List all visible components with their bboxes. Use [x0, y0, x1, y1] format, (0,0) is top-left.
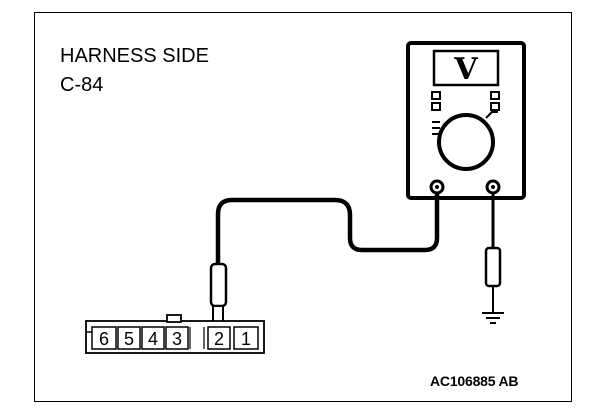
- connector-c84: 6 5 4 3 2 1: [85, 314, 265, 354]
- ground-symbol-icon: [482, 312, 504, 324]
- dial-range-marks-right: [485, 111, 498, 119]
- connector-cavity: 5: [117, 326, 141, 350]
- pin-label: 2: [214, 329, 224, 349]
- voltmeter-display-symbol: V: [453, 52, 478, 87]
- voltmeter: V: [406, 41, 526, 200]
- meter-button-right-2: [490, 102, 500, 111]
- connector-cavity: 6: [91, 326, 117, 350]
- pin-label: 1: [241, 329, 251, 349]
- connector-cavity: 3: [165, 326, 189, 350]
- pin-label: 4: [148, 329, 158, 349]
- voltmeter-display: [432, 49, 500, 87]
- test-lead-wire: [215, 193, 440, 264]
- pin-label: 3: [172, 329, 182, 349]
- figure-border: [34, 12, 572, 402]
- connector-cavity-probed: 2: [207, 326, 231, 350]
- connector-cavity: 1: [233, 326, 259, 350]
- harness-side-heading: HARNESS SIDE: [60, 45, 209, 67]
- pin-label: 6: [99, 329, 109, 349]
- ground-probe: [484, 246, 502, 313]
- connector-cavity: 4: [141, 326, 165, 350]
- connector-id-heading: C-84: [60, 74, 104, 96]
- pin-label: 5: [124, 329, 134, 349]
- meter-rotary-dial: [437, 113, 495, 171]
- connector-lock-tab: [166, 314, 182, 323]
- meter-button-right-1: [490, 91, 500, 100]
- meter-button-left-1: [431, 91, 441, 100]
- meter-button-left-2: [431, 102, 441, 111]
- figure-code-label: AC106885 AB: [430, 373, 519, 389]
